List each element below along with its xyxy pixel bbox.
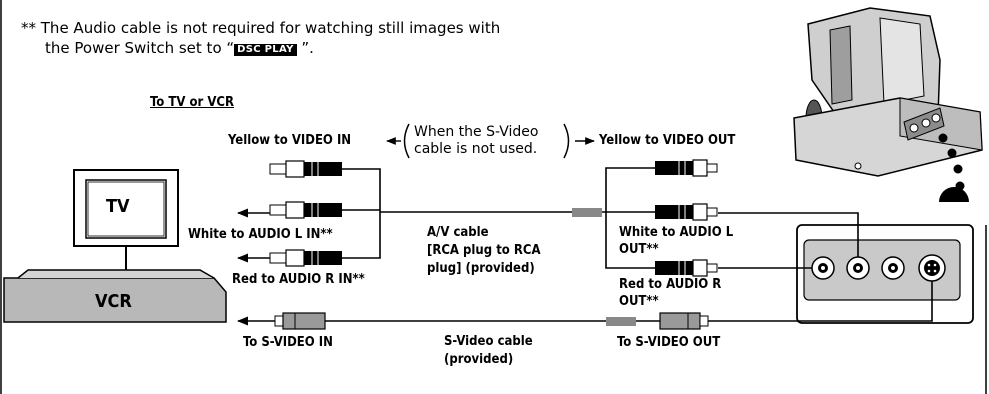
paren-open: [403, 123, 410, 159]
av-cable-ferrite: [572, 208, 602, 217]
plug-yellow-left: [269, 160, 342, 178]
av-cable-label-1: A/V cable: [427, 225, 489, 240]
camcorder-icon: [793, 7, 983, 177]
tv-icon: [73, 169, 179, 247]
plug-svideo-right: [659, 312, 709, 330]
heading-to-tv-or-vcr: To TV or VCR: [150, 95, 234, 110]
audio-l-jack: [846, 256, 870, 280]
plug-white-left: [269, 201, 342, 219]
av-cable-label-2: [RCA plug to RCA: [427, 243, 541, 258]
label-white-audio-l-in: White to AUDIO L IN**: [188, 227, 333, 242]
av-cable-wires: [342, 167, 859, 269]
paren-note-line2: cable is not used.: [414, 141, 538, 157]
av-cable-label-3: plug] (provided): [427, 261, 535, 276]
plug-svideo-left: [274, 312, 326, 330]
plug-red-right: [655, 259, 718, 277]
vcr-label: VCR: [95, 291, 132, 312]
vcr-icon: [3, 269, 227, 323]
label-red-audio-r-in: Red to AUDIO R IN**: [232, 272, 365, 287]
label-yellow-video-out: Yellow to VIDEO OUT: [599, 133, 736, 148]
note-line1: ** The Audio cable is not required for w…: [21, 19, 501, 37]
svideo-cable-wires: [325, 281, 933, 322]
note-line2-suffix: ”.: [296, 39, 314, 57]
plug-white-right: [655, 203, 718, 221]
label-white-audio-l-out-1: White to AUDIO L: [619, 225, 734, 240]
note-line2-prefix: the Power Switch set to “: [45, 39, 235, 57]
left-arrows: [236, 208, 275, 326]
paren-note-line1: When the S-Video: [414, 124, 539, 140]
dotted-indicator: [938, 133, 969, 202]
svideo-jack: [918, 254, 946, 282]
connector-panel: [796, 224, 974, 324]
svideo-cable-ferrite: [606, 317, 636, 326]
audio-r-jack: [881, 256, 905, 280]
label-white-audio-l-out-2: OUT**: [619, 242, 659, 257]
paren-close: [563, 123, 570, 159]
note-line2: the Power Switch set to “DSC PLAY ”.: [45, 39, 314, 57]
dsc-play-badge: DSC PLAY: [234, 44, 297, 56]
label-red-audio-r-out-2: OUT**: [619, 294, 659, 309]
label-red-audio-r-out-1: Red to AUDIO R: [619, 277, 722, 292]
plug-red-left: [269, 249, 342, 267]
svideo-cable-label-1: S-Video cable: [444, 334, 533, 349]
label-yellow-video-in: Yellow to VIDEO IN: [228, 133, 352, 148]
video-jack: [811, 256, 835, 280]
svideo-cable-label-2: (provided): [444, 352, 514, 367]
plug-yellow-right: [655, 159, 718, 177]
label-svideo-out: To S-VIDEO OUT: [617, 335, 721, 350]
tv-label: TV: [106, 196, 130, 217]
label-svideo-in: To S-VIDEO IN: [243, 335, 333, 350]
